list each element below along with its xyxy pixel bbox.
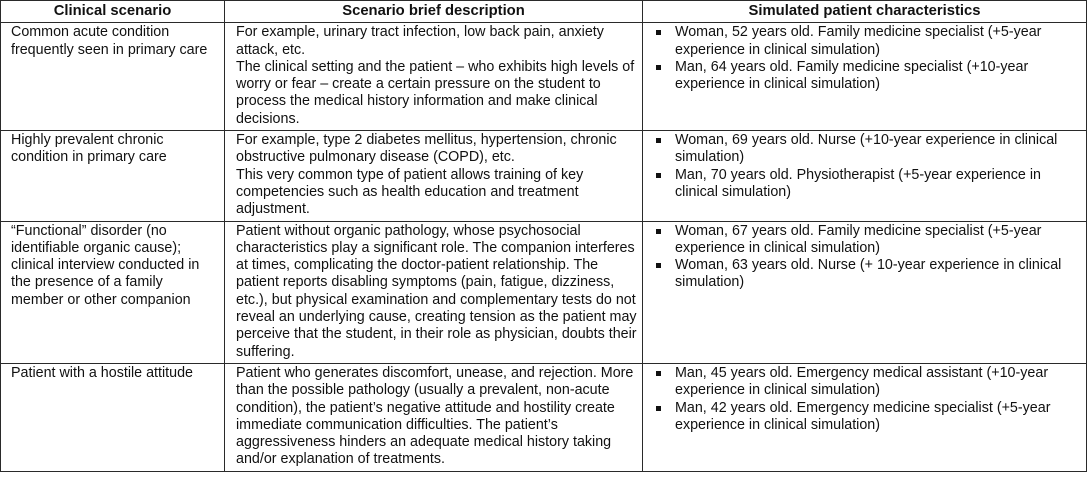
description-paragraph: This very common type of patient allows … xyxy=(236,166,584,218)
description-paragraph: Patient without organic pathology, whose… xyxy=(236,222,637,360)
patient-description: Man, 42 years old. Emergency medicine sp… xyxy=(675,399,1051,433)
patient-description: Woman, 69 years old. Nurse (+10-year exp… xyxy=(675,132,1058,166)
square-bullet-icon xyxy=(656,138,661,144)
patients-cell: Woman, 69 years old. Nurse (+10-year exp… xyxy=(642,130,1087,222)
list-item: Woman, 52 years old. Family medicine spe… xyxy=(653,24,1081,59)
table-row: Highly prevalent chronic condition in pr… xyxy=(0,130,1087,222)
patient-description: Man, 70 years old. Physiotherapist (+5-y… xyxy=(675,166,1041,200)
scenario-cell: “Functional” disorder (no identifiable o… xyxy=(0,220,225,364)
description-paragraph: The clinical setting and the patient – w… xyxy=(236,58,635,127)
table-row: “Functional” disorder (no identifiable o… xyxy=(0,220,1087,364)
patients-cell: Woman, 67 years old. Family medicine spe… xyxy=(642,220,1087,364)
square-bullet-icon xyxy=(656,64,661,70)
scenario-cell: Patient with a hostile attitude xyxy=(0,362,225,472)
patient-description: Man, 64 years old. Family medicine speci… xyxy=(675,58,1029,93)
list-item: Woman, 63 years old. Nurse (+ 10-year ex… xyxy=(653,257,1081,292)
list-item: Man, 42 years old. Emergency medicine sp… xyxy=(653,400,1081,435)
table-row: Common acute condition frequently seen i… xyxy=(0,22,1087,132)
header-clinical-scenario: Clinical scenario xyxy=(0,0,225,24)
header-row: Clinical scenario Scenario brief descrip… xyxy=(0,0,1087,24)
square-bullet-icon xyxy=(656,228,661,234)
list-item: Man, 70 years old. Physiotherapist (+5-y… xyxy=(653,167,1081,202)
patient-description: Man, 45 years old. Emergency medical ass… xyxy=(675,364,1049,399)
patients-cell: Man, 45 years old. Emergency medical ass… xyxy=(642,362,1087,472)
description-cell: Patient without organic pathology, whose… xyxy=(224,220,643,364)
patient-list: Woman, 52 years old. Family medicine spe… xyxy=(653,24,1081,93)
description-cell: For example, type 2 diabetes mellitus, h… xyxy=(224,130,643,222)
description-paragraph: For example, urinary tract infection, lo… xyxy=(236,24,604,58)
list-item: Woman, 67 years old. Family medicine spe… xyxy=(653,223,1081,258)
patient-list: Woman, 69 years old. Nurse (+10-year exp… xyxy=(653,132,1081,201)
patient-list: Woman, 67 years old. Family medicine spe… xyxy=(653,223,1081,292)
list-item: Man, 64 years old. Family medicine speci… xyxy=(653,59,1081,94)
patient-description: Woman, 67 years old. Family medicine spe… xyxy=(675,222,1042,256)
header-scenario-description: Scenario brief description xyxy=(224,0,643,24)
patient-list: Man, 45 years old. Emergency medical ass… xyxy=(653,365,1081,434)
description-cell: Patient who generates discomfort, unease… xyxy=(224,362,643,472)
square-bullet-icon xyxy=(656,405,661,411)
scenario-cell: Highly prevalent chronic condition in pr… xyxy=(0,130,225,222)
description-paragraph: For example, type 2 diabetes mellitus, h… xyxy=(236,132,617,166)
scenario-cell: Common acute condition frequently seen i… xyxy=(0,22,225,132)
patient-description: Woman, 63 years old. Nurse (+ 10-year ex… xyxy=(675,257,1062,291)
square-bullet-icon xyxy=(656,172,661,178)
patients-cell: Woman, 52 years old. Family medicine spe… xyxy=(642,22,1087,132)
square-bullet-icon xyxy=(656,263,661,269)
description-paragraph: Patient who generates discomfort, unease… xyxy=(236,364,634,468)
description-cell: For example, urinary tract infection, lo… xyxy=(224,22,643,132)
patient-description: Woman, 52 years old. Family medicine spe… xyxy=(675,24,1042,58)
list-item: Man, 45 years old. Emergency medical ass… xyxy=(653,365,1081,400)
header-patient-characteristics: Simulated patient characteristics xyxy=(642,0,1087,24)
square-bullet-icon xyxy=(656,370,661,376)
square-bullet-icon xyxy=(656,30,661,36)
table-row: Patient with a hostile attitude Patient … xyxy=(0,362,1087,472)
list-item: Woman, 69 years old. Nurse (+10-year exp… xyxy=(653,132,1081,167)
